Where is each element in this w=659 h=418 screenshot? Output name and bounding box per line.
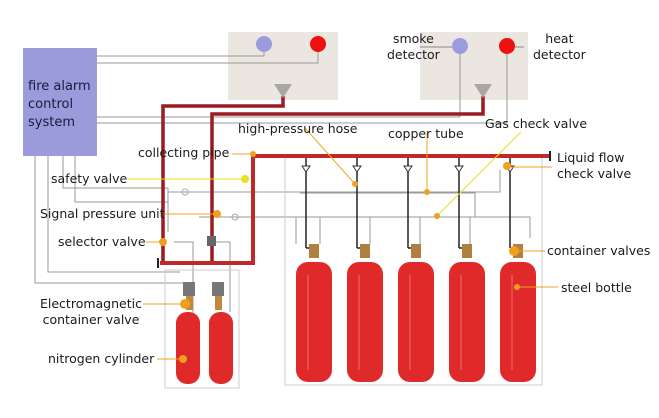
label-line: detector bbox=[533, 47, 586, 62]
nitrogen-cylinder[interactable] bbox=[209, 312, 233, 384]
check-valve-icon bbox=[301, 165, 311, 173]
pressure-switch-icon bbox=[231, 213, 239, 221]
steel-bottle[interactable] bbox=[398, 262, 434, 382]
label-line: Liquid flow bbox=[557, 150, 625, 165]
steel-bottle[interactable] bbox=[296, 262, 332, 382]
check-valve-icon bbox=[454, 165, 464, 173]
nozzle-icon bbox=[474, 84, 492, 98]
fire-alarm-control-panel[interactable] bbox=[23, 48, 97, 156]
electromagnetic-container-valve-label: Electromagnetic container valve bbox=[40, 296, 142, 328]
container-valve[interactable] bbox=[360, 244, 370, 258]
label-line: check valve bbox=[557, 166, 632, 181]
smoke-detector-1[interactable] bbox=[256, 36, 272, 52]
safety-valve-label: safety valve bbox=[51, 171, 128, 186]
pressure-switch-icon bbox=[181, 188, 189, 196]
selector-valve[interactable] bbox=[207, 236, 216, 246]
control-panel-label: fire alarm control system bbox=[28, 78, 91, 132]
label-line: container valve bbox=[42, 312, 140, 327]
nitrogen-cylinder-label: nitrogen cylinder bbox=[48, 351, 155, 366]
steel-bottle[interactable] bbox=[500, 262, 536, 382]
container-valve[interactable] bbox=[462, 244, 472, 258]
liquid-flow-check-valve-label: Liquid flow check valve bbox=[557, 150, 631, 182]
label-line: detector bbox=[387, 47, 440, 62]
control-panel-label-line: system bbox=[28, 115, 75, 130]
smoke-detector-label: smoke detector bbox=[387, 31, 440, 63]
container-valve[interactable] bbox=[411, 244, 421, 258]
heat-detector-1[interactable] bbox=[310, 36, 326, 52]
actuator-pipes bbox=[161, 96, 485, 265]
selector-valve-label: selector valve bbox=[58, 234, 146, 249]
nitrogen-cylinders bbox=[176, 282, 233, 384]
copper-tube-label: copper tube bbox=[388, 126, 464, 141]
heat-detector-label: heat detector bbox=[533, 31, 586, 63]
leader-lines bbox=[127, 46, 558, 360]
label-line: smoke bbox=[392, 31, 434, 46]
collecting-pipe-label: collecting pipe bbox=[138, 145, 230, 160]
label-line: Electromagnetic bbox=[40, 296, 142, 311]
control-panel-label-line: fire alarm bbox=[28, 79, 91, 94]
collecting-pipe bbox=[160, 154, 550, 265]
nitrogen-cylinder[interactable] bbox=[176, 312, 200, 384]
check-valve-icon bbox=[352, 165, 362, 173]
container-valve[interactable] bbox=[309, 244, 319, 258]
steel-bottle-label: steel bottle bbox=[561, 280, 632, 295]
label-line: heat bbox=[545, 31, 574, 46]
container-valves-label: container valves bbox=[547, 243, 651, 258]
steel-bottle[interactable] bbox=[449, 262, 485, 382]
signal-pressure-unit-label: Signal pressure unit bbox=[40, 206, 165, 221]
smoke-detector-2[interactable] bbox=[452, 38, 468, 54]
gas-check-valve-label: Gas check valve bbox=[485, 116, 588, 131]
nozzle-icon bbox=[274, 84, 292, 98]
heat-detector-2[interactable] bbox=[499, 38, 515, 54]
control-panel-label-line: control bbox=[28, 97, 74, 112]
leader-dots bbox=[179, 151, 520, 363]
high-pressure-hose-label: high-pressure hose bbox=[238, 121, 358, 136]
check-valve-icon bbox=[403, 165, 413, 173]
steel-bottle[interactable] bbox=[347, 262, 383, 382]
